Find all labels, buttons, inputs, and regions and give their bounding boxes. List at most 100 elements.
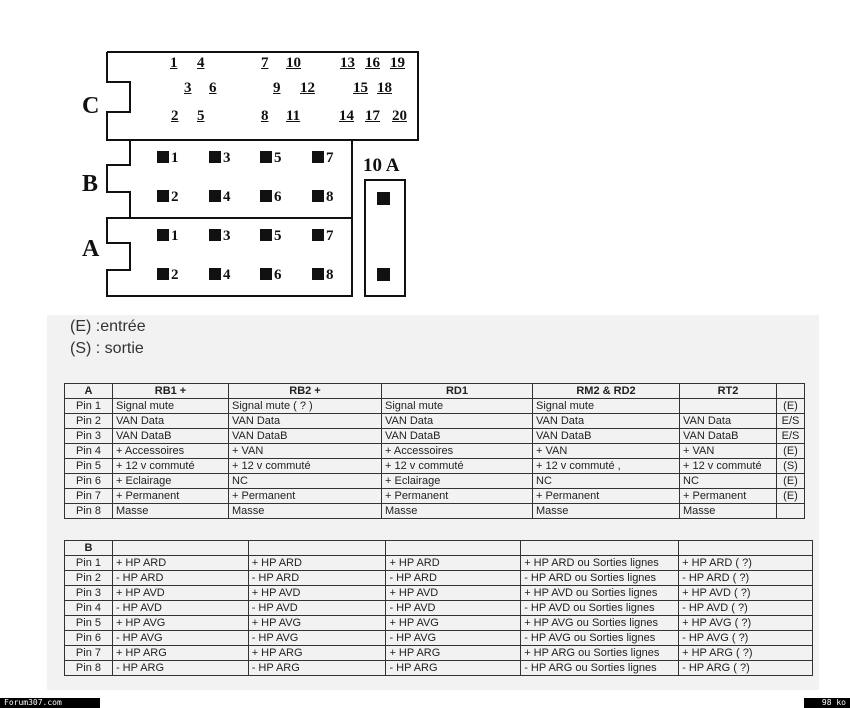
table-cell: - HP AVD (111, 600, 249, 616)
pin-number: 5 (274, 150, 282, 166)
pin-label: Pin 6 (64, 473, 113, 489)
table-cell: + Permanent (381, 488, 533, 504)
table-cell: + HP ARG ou Sorties lignes (520, 645, 680, 661)
table-cell: (E) (776, 443, 805, 459)
connector-b-pin: 2 (157, 189, 179, 206)
connector-c-pin: 11 (286, 108, 301, 124)
table-row: Pin 7+ HP ARG+ HP ARG+ HP ARG+ HP ARG ou… (64, 645, 813, 661)
pin-number: 8 (326, 267, 334, 283)
pin-square-icon (260, 268, 272, 280)
table-cell: (E) (776, 473, 805, 489)
connector-c-pin: 7 (261, 55, 269, 71)
table-cell: VAN Data (112, 413, 229, 429)
table-cell: - HP ARD (385, 570, 522, 586)
table-cell: + Permanent (532, 488, 680, 504)
connector-a-pin: 8 (312, 267, 334, 284)
table-cell: + Accessoires (381, 443, 533, 459)
connector-b-pin: 6 (260, 189, 282, 206)
column-header: RD1 (381, 383, 533, 399)
connector-c-pin: 8 (261, 108, 269, 124)
pin-label: Pin 8 (64, 503, 113, 519)
table-cell: VAN Data (381, 413, 533, 429)
connector-a-label: A (82, 236, 100, 262)
table-cell: - HP AVD (385, 600, 522, 616)
table-cell: VAN DataB (532, 428, 680, 444)
legend-output: (S) : sortie (70, 340, 144, 357)
pin-square-icon (260, 190, 272, 202)
table-row: Pin 1+ HP ARD+ HP ARD+ HP ARD+ HP ARD ou… (64, 555, 813, 571)
connector-c-pin: 12 (300, 80, 315, 96)
table-cell: + HP ARG (111, 645, 249, 661)
connector-c-label: C (82, 93, 100, 119)
table-cell: VAN DataB (381, 428, 533, 444)
table-cell: - HP AVG (111, 630, 249, 646)
table-cell: - HP ARD ( ?) (678, 570, 813, 586)
fuse-label: 10 A (363, 155, 400, 176)
table-cell: + HP AVG (247, 615, 387, 631)
table-cell: + HP AVD (385, 585, 522, 601)
table-cell (776, 503, 805, 519)
pin-number: 1 (171, 228, 179, 244)
table-cell: E/S (776, 428, 805, 444)
pin-label: Pin 3 (64, 428, 113, 444)
connector-a-pin: 6 (260, 267, 282, 284)
table-cell: + 12 v commuté (679, 458, 777, 474)
table-cell: VAN Data (679, 413, 777, 429)
connector-a-pin: 5 (260, 228, 282, 245)
table-cell: - HP ARD ou Sorties lignes (520, 570, 680, 586)
table-cell: (E) (776, 488, 805, 504)
pin-square-icon (260, 229, 272, 241)
table-cell: + HP AVG ou Sorties lignes (520, 615, 680, 631)
table-cell: (S) (776, 458, 805, 474)
table-cell: NC (228, 473, 382, 489)
pin-square-icon (209, 229, 221, 241)
pin-square-icon (260, 151, 272, 163)
table-cell: Signal mute (532, 398, 680, 414)
table-cell: + VAN (532, 443, 680, 459)
pin-number: 3 (223, 150, 231, 166)
pin-square-icon (157, 268, 169, 280)
pin-label: Pin 8 (64, 660, 113, 676)
pin-number: 2 (171, 189, 179, 205)
column-header: RB2 + (228, 383, 382, 399)
table-cell: - HP AVG ou Sorties lignes (520, 630, 680, 646)
table-cell: + HP AVG (111, 615, 249, 631)
fuse-box-outline (364, 179, 406, 297)
connector-c-pin: 1 (170, 55, 178, 71)
connector-b-pin: 8 (312, 189, 334, 206)
table-row: Pin 4+ Accessoires+ VAN+ Accessoires+ VA… (64, 443, 805, 459)
connector-c-pin: 5 (197, 108, 205, 124)
connector-diagram (106, 51, 419, 297)
column-header (520, 540, 680, 556)
connector-c-pin: 6 (209, 80, 217, 96)
connector-c-pin: 20 (392, 108, 407, 124)
pin-label: Pin 7 (64, 645, 113, 661)
connector-a-pin: 3 (209, 228, 231, 245)
table-cell: Signal mute (381, 398, 533, 414)
table-cell: Masse (532, 503, 680, 519)
pin-label: Pin 6 (64, 630, 113, 646)
table-cell: (E) (776, 398, 805, 414)
connector-c-outline (106, 51, 419, 141)
connector-a-pin: 7 (312, 228, 334, 245)
table-cell: + HP AVD ou Sorties lignes (520, 585, 680, 601)
table-row: Pin 8- HP ARG- HP ARG- HP ARG- HP ARG ou… (64, 660, 813, 676)
table-cell: + HP ARD ou Sorties lignes (520, 555, 680, 571)
pin-number: 6 (274, 267, 282, 283)
connector-c-pin: 19 (390, 55, 405, 71)
connector-b-pin: 5 (260, 150, 282, 167)
table-cell: + HP ARD ( ?) (678, 555, 813, 571)
connector-c-pin: 16 (365, 55, 380, 71)
table-cell: VAN DataB (112, 428, 229, 444)
table-cell: NC (679, 473, 777, 489)
legend-input: (E) :entrée (70, 318, 146, 335)
pin-number: 8 (326, 189, 334, 205)
pin-number: 4 (223, 267, 231, 283)
table-cell: Masse (679, 503, 777, 519)
connector-c-pin: 2 (171, 108, 179, 124)
table-cell (679, 398, 777, 414)
